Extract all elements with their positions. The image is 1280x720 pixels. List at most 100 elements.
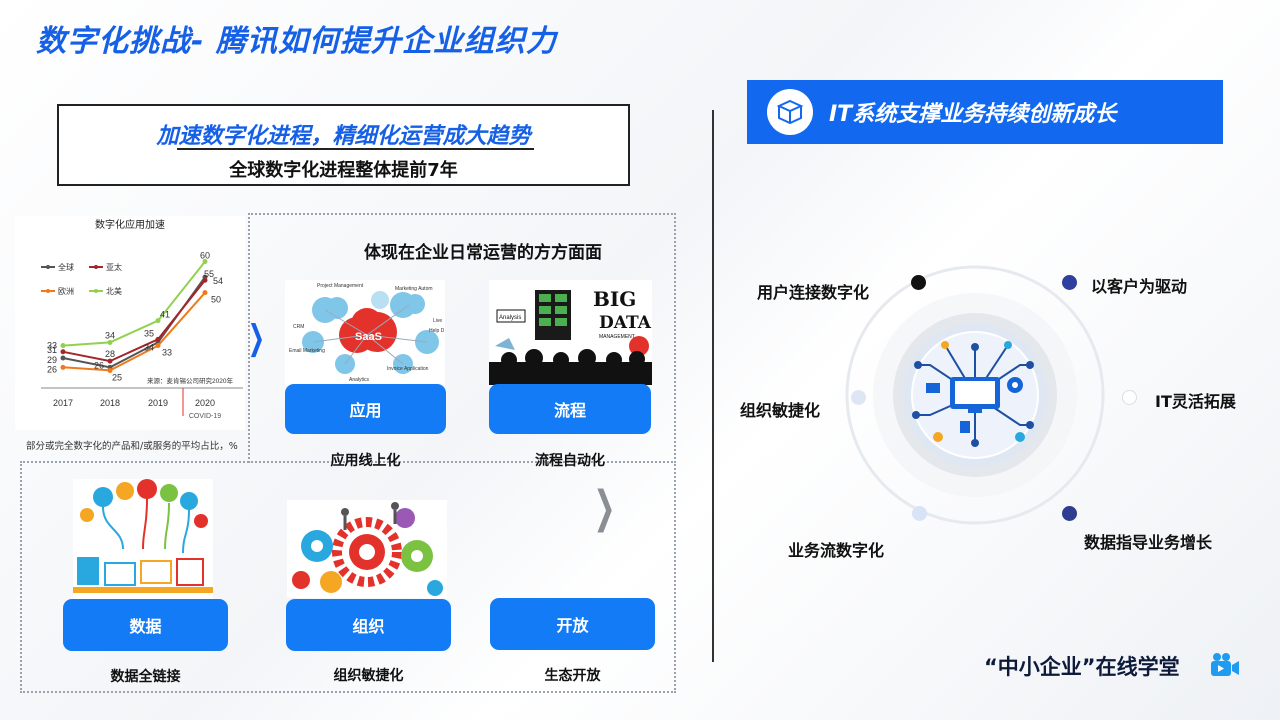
data-point xyxy=(60,343,66,349)
label-data-growth: 数据指导业务增长 xyxy=(1084,533,1213,552)
headline-secondary: 全球数字化进程整体提前7年 xyxy=(229,160,458,181)
svg-text:DATA: DATA xyxy=(599,313,652,333)
series-line xyxy=(62,260,206,347)
data-label: 34 xyxy=(144,342,154,352)
headline-box: 加速数字化进程，精细化运营成大趋势 全球数字化进程整体提前7年 xyxy=(57,104,630,186)
svg-text:Project Management: Project Management xyxy=(317,283,364,289)
svg-text:Invoice Application: Invoice Application xyxy=(387,366,429,372)
x-tick-label: 2018 xyxy=(100,398,120,408)
svg-text:MANAGEMENT: MANAGEMENT xyxy=(599,334,635,340)
org-caption: 组织敏捷化 xyxy=(333,668,404,684)
data-point xyxy=(60,364,66,370)
data-caption: 数据全链接 xyxy=(110,669,181,685)
legend-marker xyxy=(94,265,98,269)
ring-diagram xyxy=(845,265,1105,525)
legend-label: 欧洲 xyxy=(58,286,74,296)
data-label: 33 xyxy=(162,348,172,358)
data-point xyxy=(155,318,161,324)
chart-source: 来源：麦肯锡公司研究2020年 xyxy=(147,376,233,385)
svg-text:SaaS: SaaS xyxy=(355,331,382,343)
label-org-agile: 组织敏捷化 xyxy=(740,401,821,420)
headline-primary: 加速数字化进程，精细化运营成大趋势 xyxy=(156,124,531,149)
svg-text:Marketing Autom: Marketing Autom xyxy=(395,286,433,292)
series-line xyxy=(62,292,206,372)
data-label: 33 xyxy=(47,341,57,351)
data-label: 60 xyxy=(200,251,210,261)
ring-node xyxy=(1122,390,1137,405)
headline-divider xyxy=(177,148,534,150)
data-point xyxy=(107,367,113,373)
svg-text:Help D: Help D xyxy=(429,328,445,334)
data-point xyxy=(155,336,161,342)
org-button[interactable]: 组织 xyxy=(286,599,451,651)
page-title: 数字化挑战- 腾讯如何提升企业组织力 xyxy=(36,24,557,59)
box-icon xyxy=(767,89,813,135)
it-banner-text: IT系统支撑业务持续创新成长 xyxy=(829,102,1117,127)
data-label: 26 xyxy=(47,364,57,374)
line-chart: 数字化应用加速全球亚太欧洲北美3331292634282625413534336… xyxy=(41,218,243,420)
data-point xyxy=(60,349,66,355)
video-camera-icon xyxy=(1210,652,1240,678)
vertical-divider xyxy=(712,110,714,662)
svg-text:Analysis: Analysis xyxy=(499,315,521,321)
data-network-illustration xyxy=(73,479,213,599)
ring-node xyxy=(911,275,926,290)
data-label: 41 xyxy=(160,310,170,320)
ring-node xyxy=(851,390,866,405)
app-button[interactable]: 应用 xyxy=(285,384,446,434)
legend-marker xyxy=(46,265,50,269)
process-button[interactable]: 流程 xyxy=(489,384,651,434)
data-point xyxy=(202,277,208,283)
series-line xyxy=(62,279,206,363)
chart-caption: 部分或完全数字化的产品和/或服务的平均占比，% xyxy=(26,441,238,452)
ring-node xyxy=(1062,506,1077,521)
data-point xyxy=(155,343,161,349)
data-label: 50 xyxy=(211,295,221,305)
big-data-illustration: BIG DATA MANAGEMENT Analysis xyxy=(489,280,652,385)
series-line xyxy=(62,276,206,369)
label-it-flexible: IT灵活拓展 xyxy=(1155,392,1236,411)
open-button[interactable]: 开放 xyxy=(490,598,655,650)
open-caption: 生态开放 xyxy=(544,668,601,684)
svg-text:CRM: CRM xyxy=(293,324,304,330)
label-flow-digital: 业务流数字化 xyxy=(788,541,885,560)
x-tick-label: 2017 xyxy=(53,398,73,408)
label-customer-driven: 以客户为驱动 xyxy=(1091,277,1188,296)
footer-brand: “中小企业”在线学堂 xyxy=(984,655,1180,679)
data-label: 26 xyxy=(94,360,104,370)
x-tick-label: 2019 xyxy=(148,398,168,408)
data-label: 55 xyxy=(204,269,214,279)
legend-label: 亚太 xyxy=(106,262,122,272)
data-button[interactable]: 数据 xyxy=(63,599,228,651)
covid-label: COVID-19 xyxy=(189,413,221,420)
data-label: 28 xyxy=(105,349,115,359)
operations-panel-lower xyxy=(20,461,676,693)
data-point xyxy=(107,339,113,345)
x-tick-label: 2020 xyxy=(195,398,215,408)
data-label: 34 xyxy=(105,330,115,340)
data-label: 54 xyxy=(213,276,223,286)
chevron-right-icon: ❯ xyxy=(247,318,265,358)
svg-text:Email Marketing: Email Marketing xyxy=(289,348,325,354)
gears-illustration xyxy=(287,500,447,598)
process-caption: 流程自动化 xyxy=(535,453,605,469)
ring-node xyxy=(912,506,927,521)
operations-heading: 体现在企业日常运营的方方面面 xyxy=(364,243,602,263)
chevron-right-icon: ❯ xyxy=(593,482,616,533)
svg-text:Live: Live xyxy=(433,318,442,324)
data-point xyxy=(107,358,113,364)
data-point xyxy=(60,355,66,361)
data-point xyxy=(202,259,208,265)
data-point xyxy=(202,290,208,296)
legend-label: 全球 xyxy=(58,262,74,272)
legend-label: 北美 xyxy=(106,286,122,296)
app-caption: 应用线上化 xyxy=(330,453,401,469)
chart-title: 数字化应用加速 xyxy=(95,218,165,231)
it-banner: IT系统支撑业务持续创新成长 xyxy=(747,80,1223,144)
legend-marker xyxy=(94,289,98,293)
label-user-digital: 用户连接数字化 xyxy=(757,283,870,302)
ring-node xyxy=(1062,275,1077,290)
svg-text:Analytics: Analytics xyxy=(349,377,370,383)
legend-marker xyxy=(46,289,50,293)
